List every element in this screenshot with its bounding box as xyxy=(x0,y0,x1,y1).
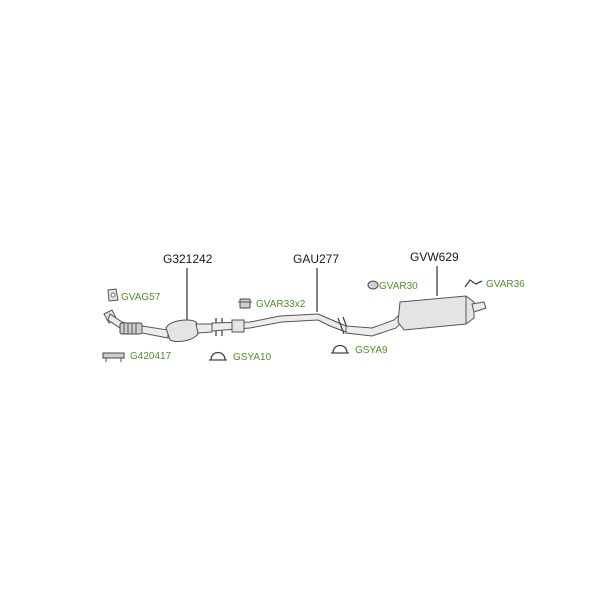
rubber-mount-icon xyxy=(367,280,379,290)
accessory-clamp-b[interactable]: GSYA10 xyxy=(209,351,272,363)
silencer-box xyxy=(397,295,475,331)
accessory-clamp-c[interactable]: GSYA9 xyxy=(331,344,388,356)
label-clamp-b: GSYA10 xyxy=(233,352,272,363)
rear-silencer[interactable] xyxy=(345,295,487,337)
accessory-hanger[interactable]: GVAR36 xyxy=(464,279,525,290)
label-rear-silencer[interactable]: GVW629 xyxy=(410,250,459,264)
label-gasket: GVAG57 xyxy=(121,292,161,303)
hanger-icon xyxy=(464,279,483,288)
tailpipe xyxy=(471,301,487,313)
accessory-gasket[interactable]: GVAG57 xyxy=(107,288,161,303)
converter-body xyxy=(165,319,201,343)
label-middle-pipe[interactable]: GAU277 xyxy=(293,252,339,266)
label-clamp-c: GSYA9 xyxy=(355,345,388,356)
accessory-rubber-mount[interactable]: GVAR30 xyxy=(367,280,418,292)
accessory-bolt[interactable]: G420417 xyxy=(102,351,172,362)
clamp-icon xyxy=(239,298,251,309)
bolt-icon xyxy=(102,352,125,359)
clamp-ring-icon xyxy=(210,351,226,361)
accessory-clamp-a[interactable]: GVAR33x2 xyxy=(238,298,306,310)
catalytic-converter[interactable] xyxy=(103,309,213,343)
label-hanger: GVAR36 xyxy=(486,279,525,290)
label-clamp-a: GVAR33x2 xyxy=(256,299,306,310)
middle-pipe[interactable] xyxy=(211,313,347,333)
label-bolt: G420417 xyxy=(130,351,172,362)
clamp-ring-icon xyxy=(332,344,348,354)
label-catalytic-converter[interactable]: G321242 xyxy=(163,252,213,266)
label-rubber-mount: GVAR30 xyxy=(379,281,418,292)
flex-section xyxy=(119,322,143,335)
